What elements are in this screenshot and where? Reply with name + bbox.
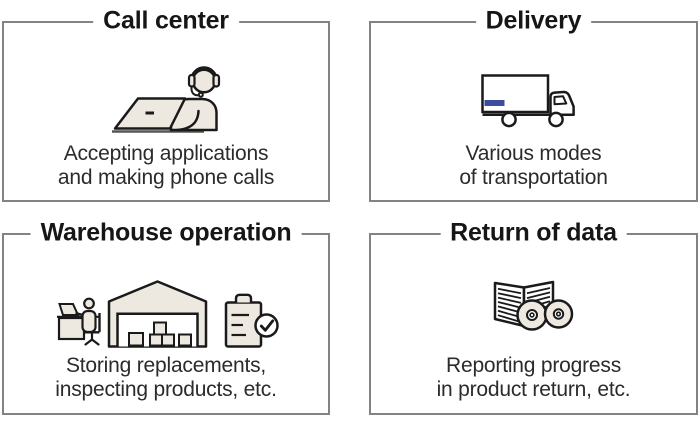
data-discs-icon <box>515 299 573 331</box>
card-title-warehouse-operation: Warehouse operation <box>30 218 302 248</box>
card-caption-call-center: Accepting applications and making phone … <box>57 142 275 189</box>
ledger-discs-illustration <box>493 280 573 331</box>
card-delivery: Delivery Various modes of transportation <box>369 6 698 202</box>
card-title-return-of-data: Return of data <box>440 218 627 248</box>
delivery-truck-illustration <box>480 74 575 128</box>
inspection-clipboard-icon <box>224 293 279 348</box>
headset-agent-icon <box>111 59 221 139</box>
delivery-truck-icon <box>480 59 588 139</box>
card-return-of-data: Return of data <box>369 218 698 415</box>
warehouse-illustration <box>57 280 279 348</box>
card-call-center: Call center Accepting applications and m… <box>2 6 330 202</box>
warehouse-building-icon <box>107 280 208 348</box>
warehouse-icons <box>46 271 286 351</box>
card-caption-return-of-data: Reporting progress in product return, et… <box>436 354 631 401</box>
card-title-call-center: Call center <box>93 6 239 36</box>
card-warehouse-operation: Warehouse operation <box>2 218 330 415</box>
card-title-delivery: Delivery <box>475 6 592 36</box>
desk-worker-icon <box>57 297 101 346</box>
ledger-discs-icon <box>478 271 590 351</box>
headset-agent-illustration <box>112 66 221 133</box>
card-caption-delivery: Various modes of transportation <box>459 142 608 189</box>
card-caption-warehouse-operation: Storing replacements, inspecting product… <box>55 354 277 401</box>
